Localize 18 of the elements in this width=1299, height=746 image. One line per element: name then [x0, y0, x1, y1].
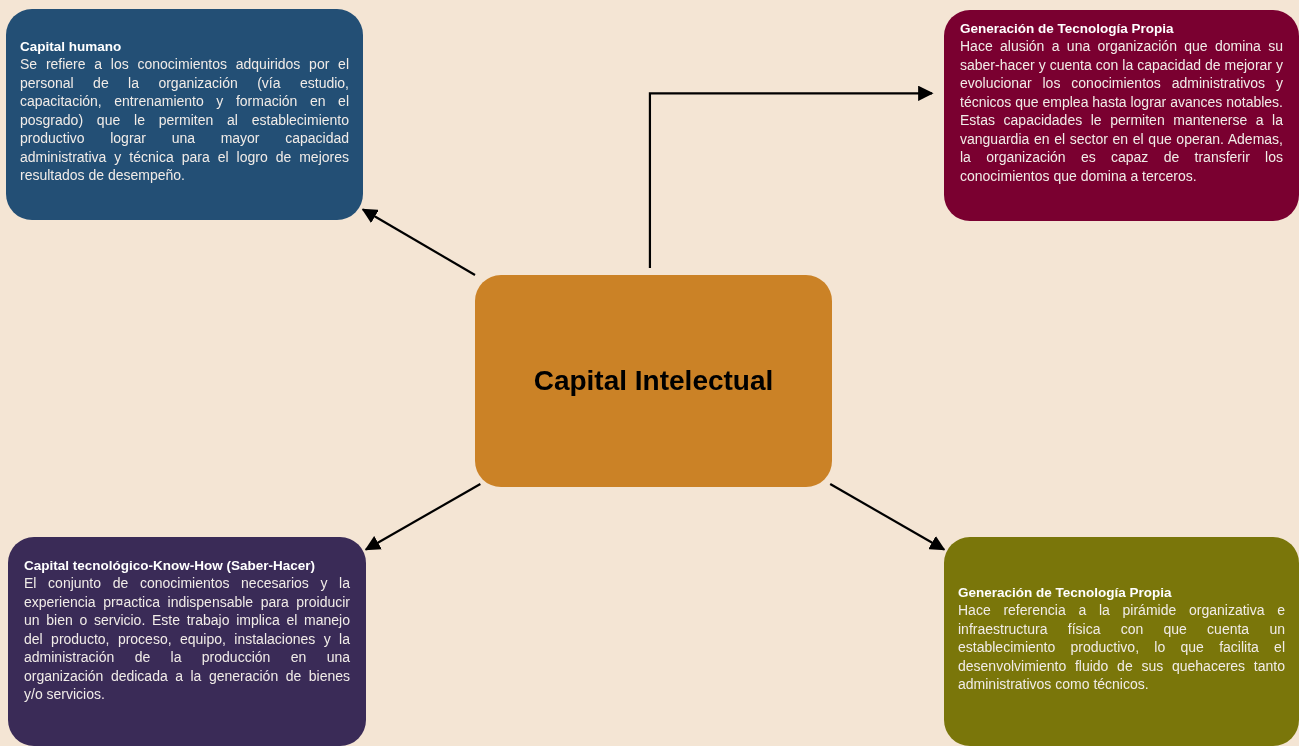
info-card	[8, 537, 366, 746]
card-text: Hace referencia a la pirámide organizativa e infraestructura física con que cuenta un establecimiento productivo, lo que facilita el desenvolvimiento fluido de sus quehaceres tanto administrativos como técnicos.	[958, 601, 1285, 694]
card-text: Se refiere a los conocimientos adquiridos por el personal de la organización (vía estudio, capacitación, entrenamiento y formación en el posgrado) que le permiten al establecimiento productivo lograr una mayor capacidad administrativa y técnica para el logro de mejores resultados de desempeño.	[20, 55, 349, 185]
info-card	[6, 9, 363, 220]
card-text: El conjunto de conocimientos necesarios y la experiencia pr¤actica indispensable para proiducir un bien o servicio. Este trabajo implica el manejo del producto, proceso, equipo, instalaciones y la administración de la producción en una organización dedicada a la generación de bienes y/o servicios.	[24, 574, 350, 704]
card-text: Hace alusión a una organización que domina su saber-hacer y cuenta con la capacidad de mejorar y evolucionar los conocimientos administrativos y técnicos que emplea hasta lograr avances notables. Estas capacidades le permiten mantenerse a la vanguardia en el sector en el que operan. Ademas, la organización es capaz de transferir los conocimientos que domina a terceros.	[960, 37, 1283, 185]
info-card	[944, 10, 1299, 221]
card-heading: Generación de Tecnología Propia	[960, 20, 1175, 37]
info-card	[944, 537, 1299, 746]
arrow	[364, 483, 481, 551]
arrow	[648, 85, 934, 268]
card-heading: Generación de Tecnología Propia	[958, 584, 1173, 601]
node-title: Capital Intelectual	[533, 364, 774, 398]
central-box	[475, 275, 832, 487]
card-heading: Capital tecnológico-Know-How (Saber-Hacer)	[24, 557, 317, 574]
arrow	[829, 483, 946, 551]
card-heading: Capital humano	[20, 38, 123, 55]
arrow	[361, 208, 476, 276]
